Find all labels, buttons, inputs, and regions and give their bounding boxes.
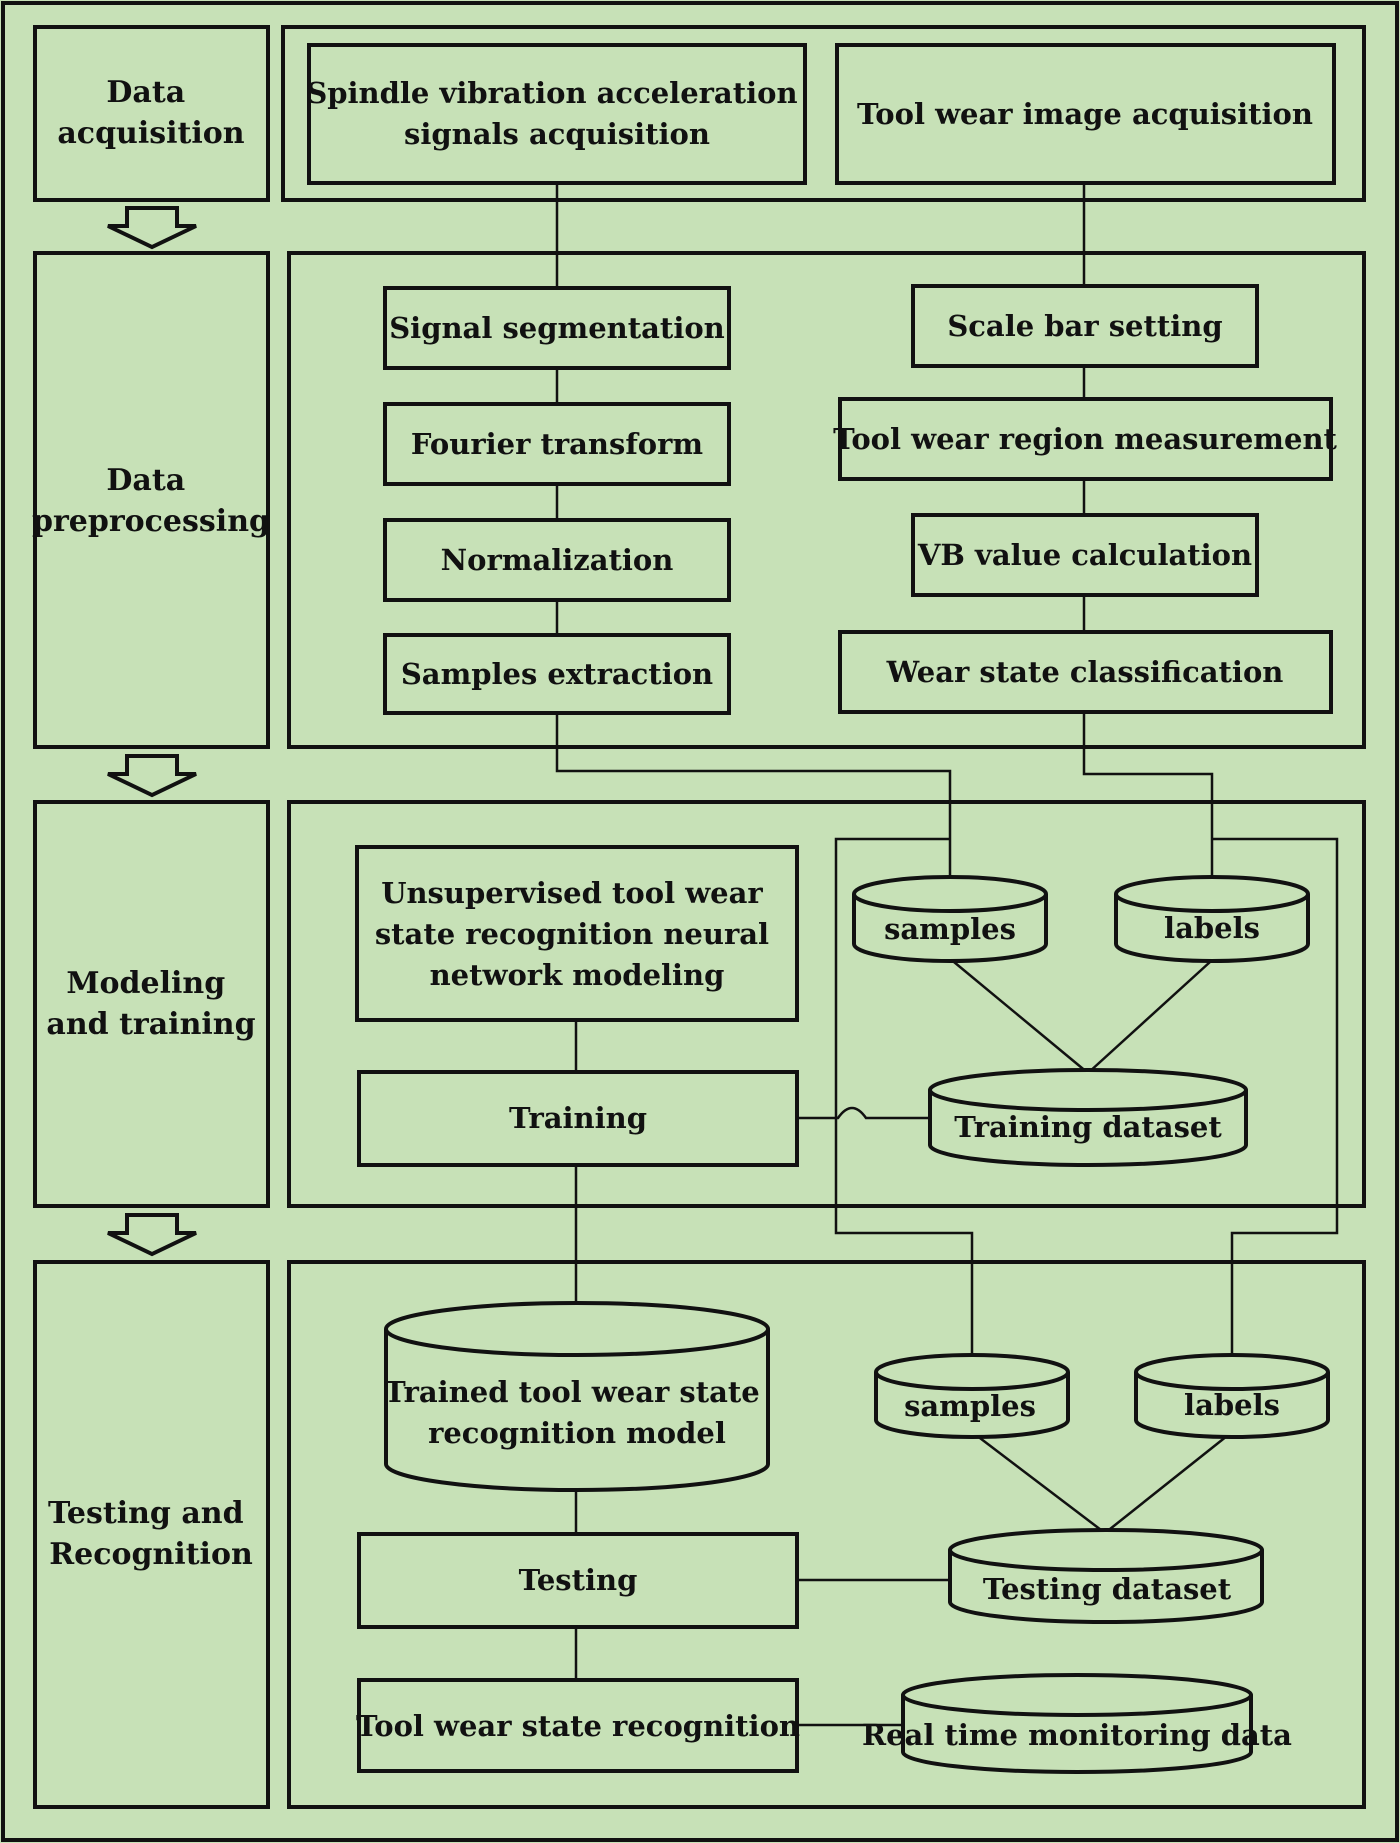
stage-box-modeling [33,800,270,1208]
network-modeling-label: Unsupervised tool wear state recognition… [375,876,779,992]
connectors [555,183,1339,1727]
section-testing [287,1260,1366,1809]
stage-box-testing [33,1260,270,1809]
testing-labels-cylinder [1134,1353,1330,1439]
signal-step-label: Fourier transform [411,427,704,461]
stage-label-modeling: Modeling and training [46,966,255,1042]
realtime-data-label: Real time monitoring data [862,1718,1292,1752]
stage-label-testing: Testing and Recognition [48,1496,254,1572]
network-modeling-box [355,845,799,1022]
samples-extraction-box [383,633,731,715]
stage-arrow-3 [107,1213,197,1257]
testing-dataset-cylinder [948,1528,1264,1624]
realtime-data-cylinder [901,1673,1253,1774]
stage-label-acquisition: Data acquisition [57,75,244,151]
spindle-acquisition-box [307,43,807,185]
stage-column [33,25,270,1809]
signal-step-label: Signal segmentation [389,311,725,345]
trained-model-label: Trained tool wear state recognition mode… [384,1375,770,1450]
image-step-label: Tool wear region measurement [833,422,1337,456]
signal-step-label: Samples extraction [401,657,713,691]
stage-arrow-2 [107,754,197,798]
testing-samples-label: samples [904,1389,1036,1423]
spindle-acquisition-label: Spindle vibration acceleration signals a… [306,76,807,151]
image-step-label: Wear state classification [886,655,1284,689]
scale-bar-setting-box [911,284,1259,368]
stage-box-acquisition [33,25,270,202]
testing-labels-label: labels [1184,1388,1280,1422]
testing-samples-cylinder [874,1353,1070,1439]
stage-label-preprocessing: Data preprocessing [32,463,270,539]
training-dataset-label: Training dataset [954,1110,1222,1144]
normalization-box [383,518,731,602]
fourier-transform-box [383,402,731,486]
section-modeling [287,800,1366,1208]
trained-model-cylinder [384,1301,770,1492]
testing-box [357,1532,799,1629]
signal-step-label: Normalization [441,543,674,577]
stage-arrow-1 [107,206,197,250]
wear-region-measurement-box [838,397,1333,481]
image-acquisition-box [835,43,1336,185]
image-step-label: VB value calculation [917,538,1252,572]
vb-value-calculation-box [911,513,1259,597]
signal-segmentation-box [383,286,731,370]
section-acquisition [281,25,1366,202]
stage-box-preprocessing [33,251,270,749]
wear-state-recognition-label: Tool wear state recognition [356,1709,800,1743]
section-preprocessing [287,251,1366,749]
modeling-samples-label: samples [884,912,1016,946]
wear-state-classification-box [838,630,1333,714]
training-box [357,1070,799,1167]
image-step-label: Scale bar setting [947,309,1222,343]
testing-label: Testing [519,1563,638,1597]
image-acquisition-label: Tool wear image acquisition [857,97,1313,131]
training-dataset-cylinder [928,1068,1248,1167]
training-label: Training [509,1101,647,1135]
labels-cylinder [1114,875,1310,963]
wear-state-recognition-box [357,1678,799,1773]
modeling-labels-label: labels [1164,911,1260,945]
testing-dataset-label: Testing dataset [983,1572,1232,1606]
samples-cylinder [852,875,1048,963]
